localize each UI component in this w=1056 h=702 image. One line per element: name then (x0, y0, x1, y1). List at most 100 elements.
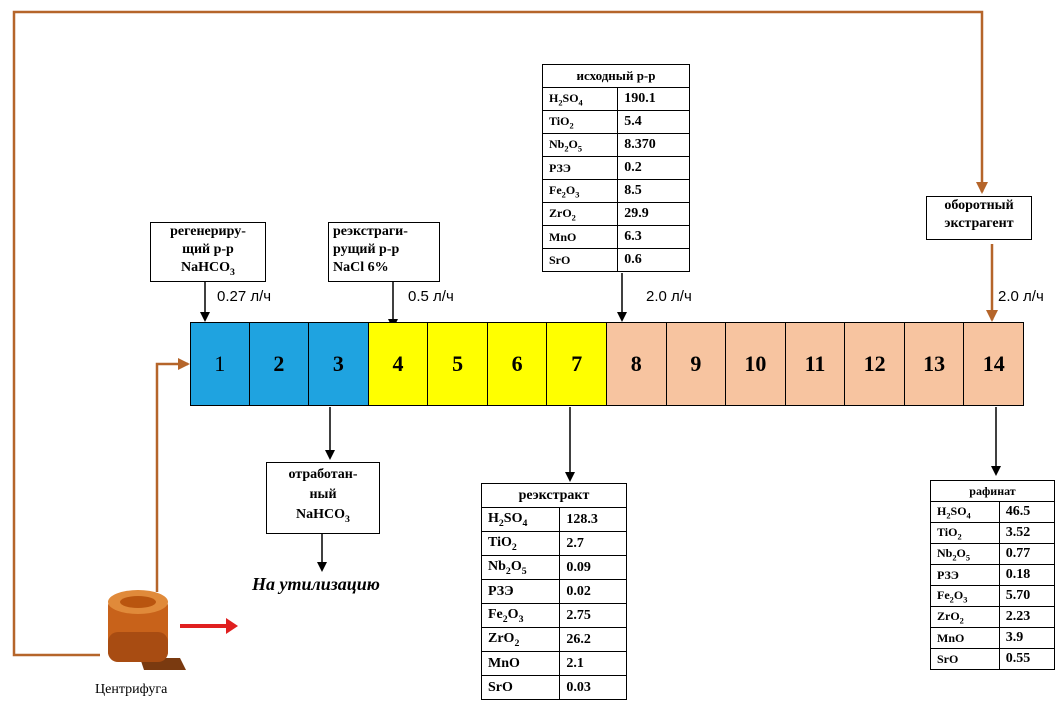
feed-table-title: исходный р-р (542, 64, 690, 88)
stage-13: 13 (904, 322, 965, 406)
stage-7: 7 (547, 322, 607, 406)
component-name: H2SO4 (541, 87, 619, 111)
component-name: ZrO2 (480, 627, 561, 652)
stage-1: 1 (190, 322, 250, 406)
component-value: 3.9 (998, 627, 1056, 649)
stage-9: 9 (666, 322, 727, 406)
recycle-loop-line (12, 10, 988, 657)
component-name: Fe2O3 (480, 603, 561, 628)
stage-3: 3 (309, 322, 369, 406)
component-name: РЗЭ (930, 564, 1000, 586)
component-name: Nb2O5 (480, 555, 561, 580)
component-value: 0.2 (617, 156, 690, 180)
component-value: 8.5 (617, 179, 690, 203)
rate-regen: 0.27 л/ч (217, 288, 272, 305)
component-value: 0.6 (617, 248, 690, 272)
stage-10: 10 (726, 322, 786, 406)
component-name: РЗЭ (480, 579, 561, 604)
component-value: 3.52 (998, 522, 1056, 544)
component-value: 0.55 (998, 648, 1056, 670)
component-value: 29.9 (617, 202, 690, 226)
component-value: 0.03 (559, 675, 627, 700)
rate-strip: 0.5 л/ч (408, 288, 454, 305)
component-value: 46.5 (998, 501, 1056, 523)
reextract-table-title: реэкстракт (481, 483, 627, 508)
component-value: 2.75 (559, 603, 627, 628)
component-name: TiO2 (541, 110, 619, 134)
stage-14: 14 (964, 322, 1024, 406)
component-value: 26.2 (559, 627, 627, 652)
stage-5: 5 (428, 322, 488, 406)
raffinate-table-title: рафинат (930, 480, 1055, 502)
centrifuge-icon (108, 590, 186, 670)
component-value: 0.09 (559, 555, 627, 580)
component-value: 6.3 (617, 225, 690, 249)
utilization-label: На утилизацию (252, 574, 380, 594)
stage-6: 6 (487, 322, 548, 406)
component-value: 8.370 (617, 133, 690, 157)
component-value: 5.4 (617, 110, 690, 134)
component-value: 2.7 (559, 531, 627, 556)
component-name: Nb2O5 (541, 133, 619, 157)
centrifuge-label: Центрифуга (95, 682, 168, 697)
component-name: H2SO4 (480, 507, 561, 532)
component-value: 0.77 (998, 543, 1056, 565)
component-name: TiO2 (930, 522, 1000, 544)
rate-feed: 2.0 л/ч (646, 288, 692, 305)
stage-11: 11 (785, 322, 846, 406)
stage-8: 8 (607, 322, 667, 406)
rate-recycle: 2.0 л/ч (998, 288, 1044, 305)
component-value: 128.3 (559, 507, 627, 532)
component-value: 0.18 (998, 564, 1056, 586)
component-name: Nb2O5 (930, 543, 1000, 565)
component-value: 190.1 (617, 87, 690, 111)
component-name: Fe2O3 (541, 179, 619, 203)
component-name: MnO (480, 651, 561, 676)
component-value: 0.02 (559, 579, 627, 604)
component-name: MnO (930, 627, 1000, 649)
component-name: SrO (480, 675, 561, 700)
stage-12: 12 (845, 322, 905, 406)
stage-2: 2 (249, 322, 310, 406)
component-name: H2SO4 (930, 501, 1000, 523)
component-name: MnO (541, 225, 619, 249)
component-value: 5.70 (998, 585, 1056, 607)
component-name: SrO (541, 248, 619, 272)
component-name: TiO2 (480, 531, 561, 556)
component-value: 2.1 (559, 651, 627, 676)
component-name: Fe2O3 (930, 585, 1000, 607)
component-value: 2.23 (998, 606, 1056, 628)
centrifuge-return-line (155, 358, 190, 592)
